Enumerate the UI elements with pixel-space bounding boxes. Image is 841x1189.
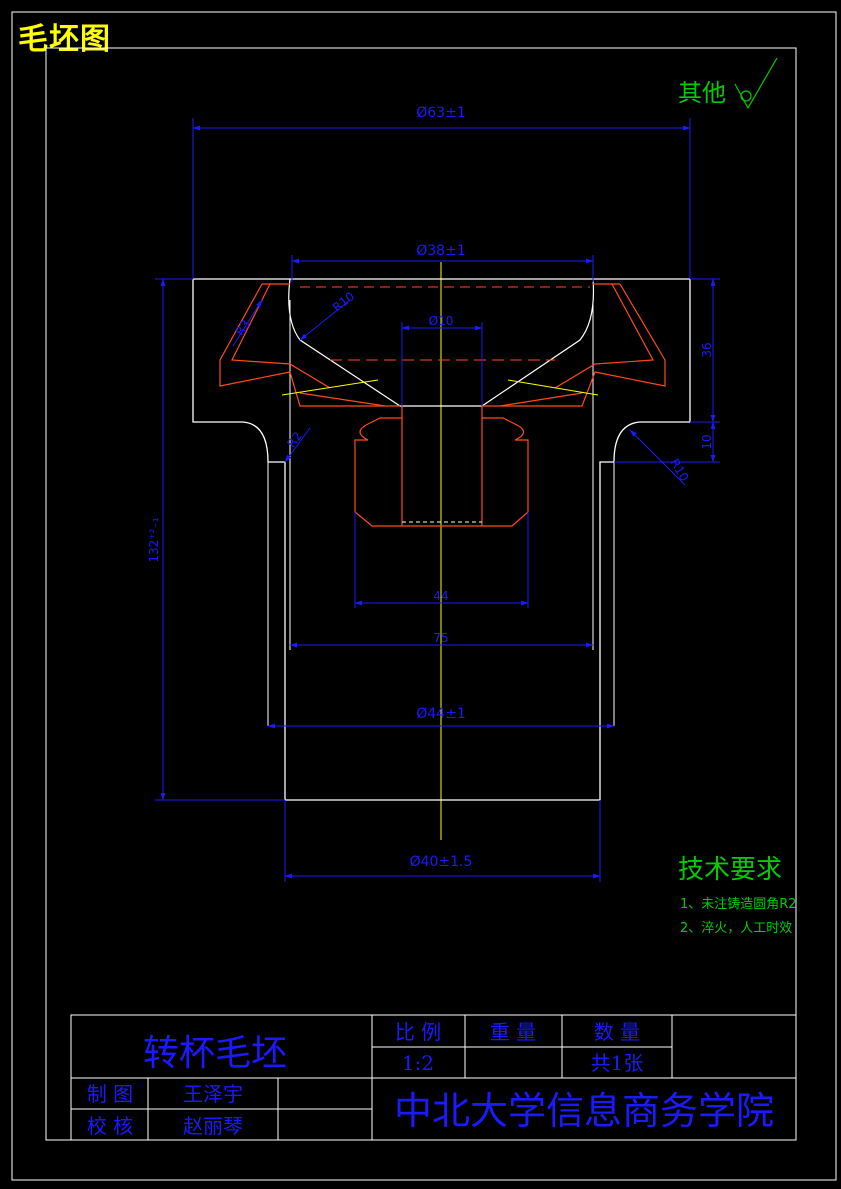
- institution-name: 中北大学信息商务学院: [394, 1089, 774, 1133]
- drawing-title: 毛坯图: [18, 22, 111, 57]
- section-hatch-lines: [281, 379, 599, 396]
- h10-label: 10: [700, 434, 714, 449]
- tech-req-title: 技术要求: [678, 855, 782, 885]
- r10-right-label: R10: [667, 456, 691, 483]
- quantity-label: 数 量: [594, 1020, 640, 1044]
- len132-label: 132⁺²₋₁: [147, 517, 161, 562]
- dim-44-label: Ø44±1: [416, 706, 465, 722]
- dim-diameter-44: Ø44±1: [267, 706, 615, 729]
- r2-label: R2: [284, 429, 305, 450]
- dim-diameter-63: Ø63±1: [192, 105, 691, 279]
- roughness-circle-icon: [740, 90, 752, 102]
- finished-part-outline: [219, 283, 666, 527]
- scale-value: 1:2: [402, 1051, 434, 1075]
- title-block: [70, 1014, 797, 1141]
- dim-diameter-40: Ø40±1.5: [284, 800, 601, 882]
- dim-10-label: Ø10: [429, 314, 454, 328]
- dim-63-label: Ø63±1: [416, 105, 465, 121]
- dim-radius-r10-left: R10: [299, 289, 357, 341]
- dim-40-label: Ø40±1.5: [410, 854, 473, 870]
- dim-diameter-10: Ø10: [401, 314, 483, 406]
- tech-req-item-1: 1、未注铸造圆角R2: [680, 896, 797, 912]
- r10-left-label: R10: [330, 289, 357, 315]
- checked-by: 赵丽琴: [183, 1114, 243, 1138]
- surface-symbol-label: 其他: [678, 79, 726, 107]
- inner-frame: [45, 47, 797, 1141]
- outer-frame: [11, 11, 837, 1181]
- quantity-value: 共1张: [591, 1051, 644, 1075]
- checked-label: 校 核: [87, 1114, 133, 1138]
- surface-roughness-symbol: 其他: [678, 57, 778, 110]
- weight-label: 重 量: [490, 1020, 536, 1044]
- dim-height-right: 36 10: [614, 278, 720, 463]
- dim-radius-r3: R3: [232, 299, 263, 347]
- dim-38-label: Ø38±1: [416, 243, 465, 259]
- tech-req-item-2: 2、淬火，人工时效: [680, 921, 792, 936]
- w44-label: 44: [433, 589, 448, 603]
- drawn-label: 制 图: [87, 1082, 133, 1106]
- r3-label: R3: [232, 317, 253, 338]
- drawn-by: 王泽宇: [183, 1082, 243, 1106]
- dim-length-132: 132⁺²₋₁: [147, 278, 285, 801]
- dim-width-75: 75: [289, 631, 594, 648]
- h36-label: 36: [700, 342, 714, 357]
- dim-diameter-38: Ø38±1: [291, 243, 594, 282]
- scale-label: 比 例: [395, 1020, 441, 1044]
- tech-requirements: 技术要求 1、未注铸造圆角R2 2、淬火，人工时效: [678, 855, 797, 936]
- dim-radius-r10-right: R10: [629, 429, 691, 486]
- part-name: 转杯毛坯: [143, 1033, 287, 1074]
- dim-radius-r2: R2: [284, 427, 311, 463]
- w75-label: 75: [433, 631, 448, 645]
- dim-width-44: 44: [354, 512, 529, 608]
